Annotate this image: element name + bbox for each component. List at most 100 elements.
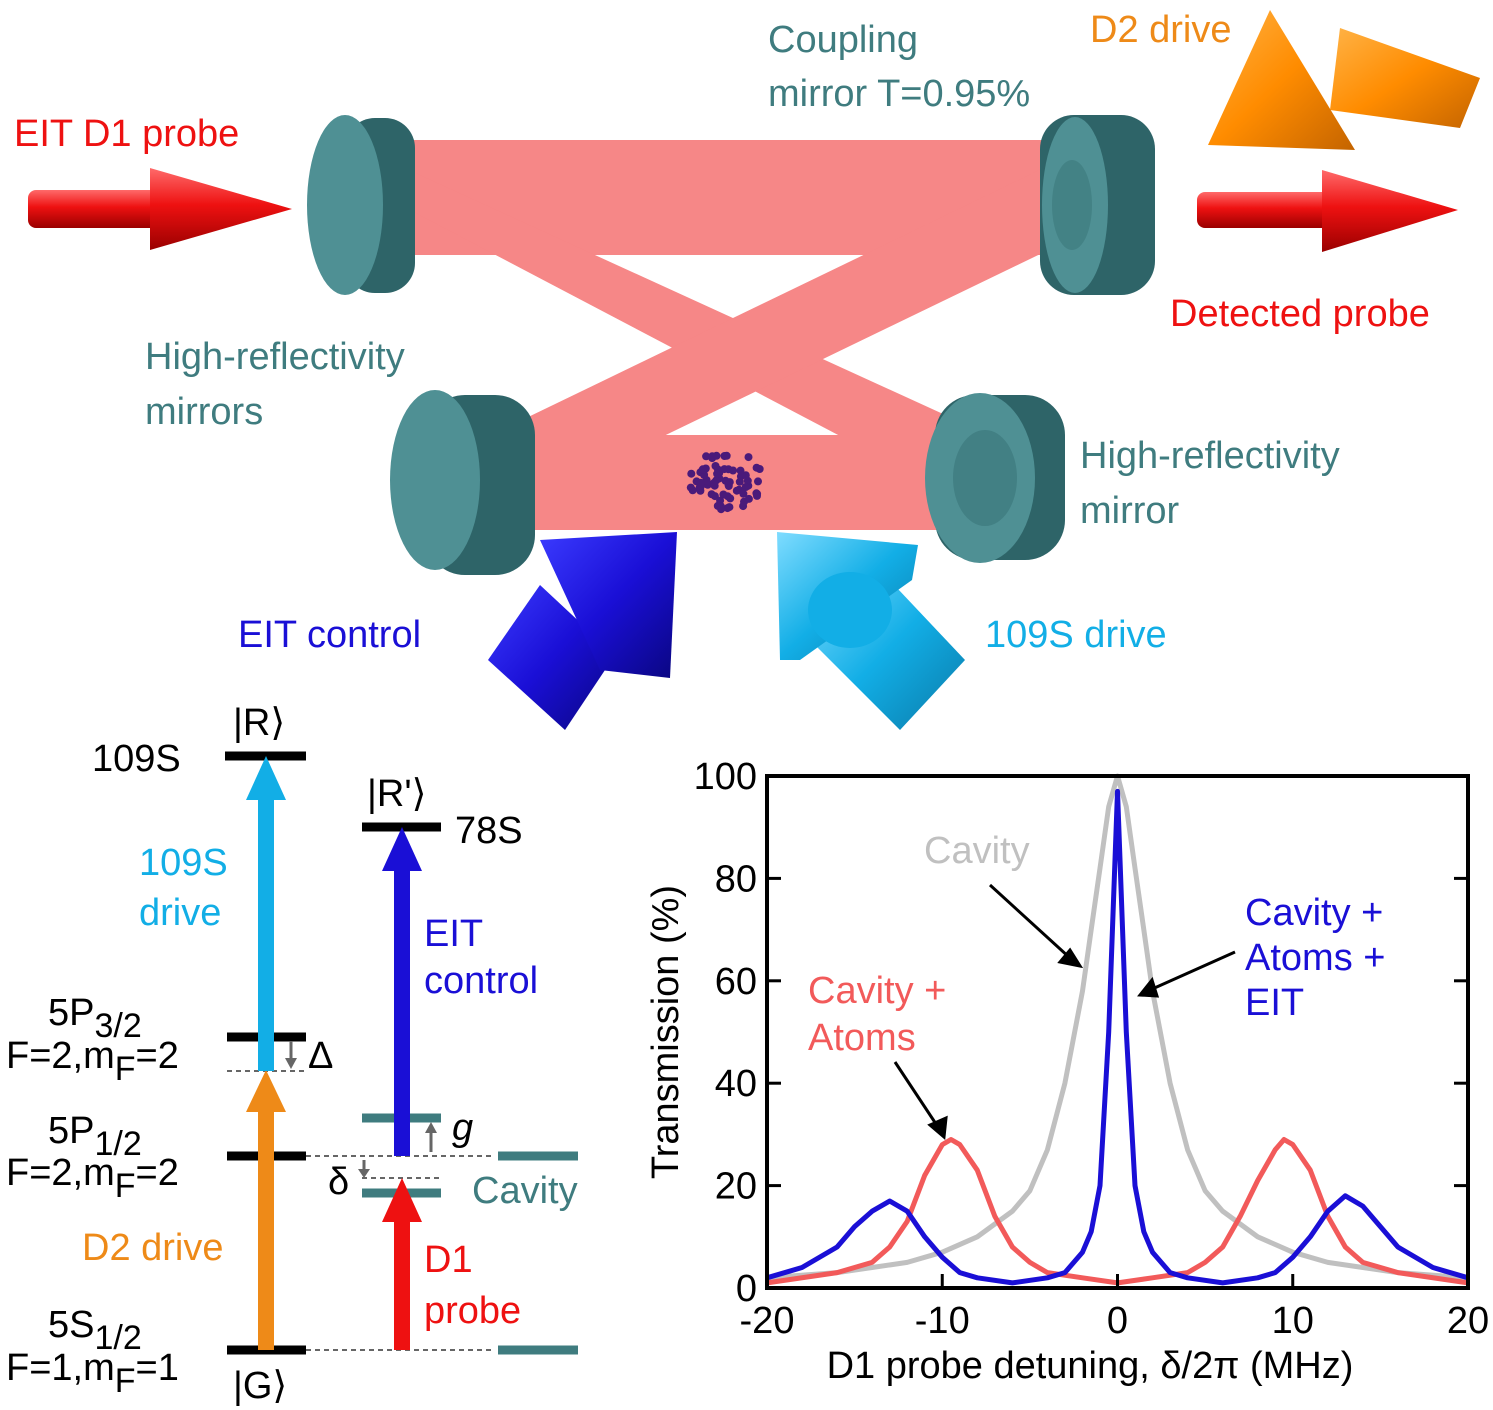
- label-hr-mirror-1: High-reflectivity: [1080, 435, 1340, 477]
- atom: [744, 494, 753, 503]
- annot-cav-atoms-1: Cavity +: [808, 970, 946, 1012]
- x-tick-label: -10: [915, 1300, 970, 1342]
- label-5p32: 5P3/2: [48, 992, 142, 1045]
- atom: [723, 492, 732, 501]
- atom: [753, 491, 761, 500]
- x-tick-label: 10: [1272, 1300, 1314, 1342]
- annot-eit-1: Cavity +: [1245, 892, 1383, 934]
- pointer-cavity-head: [1057, 947, 1084, 969]
- x-tick-label: 20: [1447, 1300, 1489, 1342]
- arrow-delta-big: [285, 1041, 297, 1069]
- drive-109s-arrow: [777, 532, 965, 730]
- mirror-bottom-left: [390, 390, 535, 575]
- label-5p32-f: F=2,mF=2: [6, 1035, 179, 1088]
- atom: [724, 465, 733, 474]
- y-tick-label: 100: [694, 756, 757, 798]
- label-delta-big: Δ: [308, 1035, 333, 1077]
- annot-cav-atoms-2: Atoms: [808, 1017, 916, 1059]
- pointer-cavity: [988, 883, 1072, 960]
- label-5p12-f: F=2,mF=2: [6, 1152, 179, 1205]
- atom: [725, 503, 734, 512]
- label-eit-control: EIT control: [238, 614, 421, 656]
- d2-drive-arrow: [1208, 10, 1480, 150]
- arrow-delta-small: [358, 1160, 370, 1178]
- annot-eit-3: EIT: [1245, 982, 1304, 1024]
- label-hr-mirror-2: mirror: [1080, 490, 1180, 532]
- setup-diagram: EIT D1 probe Coupling mirror T=0.95% D2 …: [14, 9, 1480, 730]
- arrow-d2-drive: [246, 1070, 286, 1350]
- chart-x-label: D1 probe detuning, δ/2π (MHz): [827, 1345, 1354, 1387]
- label-cavity-level: Cavity: [472, 1170, 578, 1212]
- atom: [702, 478, 711, 487]
- atom: [686, 483, 695, 492]
- atom: [735, 477, 744, 486]
- label-eit-control-1: EIT: [424, 913, 483, 955]
- y-tick-label: 80: [715, 858, 757, 900]
- label-coupling-mirror-2: mirror T=0.95%: [768, 73, 1030, 115]
- label-78s-state: 78S: [455, 810, 523, 852]
- level-diagram: |R⟩ 109S |R'⟩ 78S 5P3/2 F=2,mF=2 5P1/2 F…: [6, 702, 578, 1407]
- y-tick-label: 20: [715, 1166, 757, 1208]
- series-line-2: [766, 788, 1469, 1286]
- atom: [743, 476, 752, 485]
- label-eit-d1-probe: EIT D1 probe: [14, 113, 239, 155]
- atom: [736, 466, 745, 475]
- atom: [711, 462, 720, 470]
- atom: [720, 452, 729, 460]
- atom: [739, 489, 748, 498]
- atom: [712, 451, 721, 460]
- x-tick-label: -20: [740, 1300, 795, 1342]
- cavity-beams: [360, 140, 1090, 530]
- pointer-eit: [1149, 950, 1236, 992]
- y-tick-label: 0: [736, 1268, 757, 1310]
- atom: [696, 478, 705, 487]
- probe-input-arrow: [28, 168, 292, 250]
- label-delta-small: δ: [328, 1161, 349, 1203]
- mirror-top-right: [1040, 115, 1155, 295]
- label-d2-drive: D2 drive: [1090, 9, 1232, 51]
- label-d1-probe-1: D1: [424, 1239, 473, 1281]
- eit-control-arrow: [488, 532, 677, 730]
- atom-cloud: [686, 451, 764, 514]
- arrow-g: [425, 1122, 437, 1152]
- label-5s12: 5S1/2: [48, 1304, 142, 1357]
- label-hr-mirrors-1: High-reflectivity: [145, 336, 405, 378]
- pointer-cav-atoms-head: [927, 1115, 948, 1140]
- detected-probe-arrow: [1197, 170, 1458, 252]
- arrow-eit-control: [382, 827, 422, 1156]
- atom: [713, 469, 722, 478]
- label-g-coupling: g: [452, 1107, 473, 1149]
- atom: [744, 453, 753, 462]
- label-detected-probe: Detected probe: [1170, 293, 1430, 335]
- atom: [732, 486, 741, 495]
- label-109s-drive-1: 109S: [139, 842, 228, 884]
- label-hr-mirrors-2: mirrors: [145, 391, 263, 433]
- label-109s-state: 109S: [92, 738, 181, 780]
- atom: [716, 496, 725, 505]
- y-tick-label: 60: [715, 961, 757, 1003]
- atom: [687, 469, 696, 478]
- atom: [717, 505, 726, 514]
- label-rp-ket: |R'⟩: [367, 773, 426, 815]
- label-109s-drive: 109S drive: [985, 614, 1167, 656]
- label-g-ket: |G⟩: [233, 1365, 287, 1407]
- chart-y-label: Transmission (%): [645, 885, 687, 1179]
- x-tick-label: 0: [1107, 1300, 1128, 1342]
- pointer-cav-atoms: [893, 1061, 940, 1128]
- label-5p12: 5P1/2: [48, 1110, 142, 1163]
- mirror-bottom-right: [925, 393, 1065, 563]
- label-coupling-mirror-1: Coupling: [768, 19, 918, 61]
- atom: [752, 463, 761, 472]
- annot-eit-2: Atoms +: [1245, 937, 1385, 979]
- beam-top: [360, 140, 1070, 255]
- atom: [702, 452, 711, 461]
- atom: [710, 481, 719, 490]
- label-eit-control-2: control: [424, 960, 538, 1002]
- atom: [721, 476, 730, 485]
- beam-diag-1: [365, 150, 1000, 520]
- arrow-d1-probe: [382, 1178, 422, 1350]
- pointer-eit-head: [1137, 976, 1160, 998]
- arrow-109s-drive: [246, 756, 286, 1071]
